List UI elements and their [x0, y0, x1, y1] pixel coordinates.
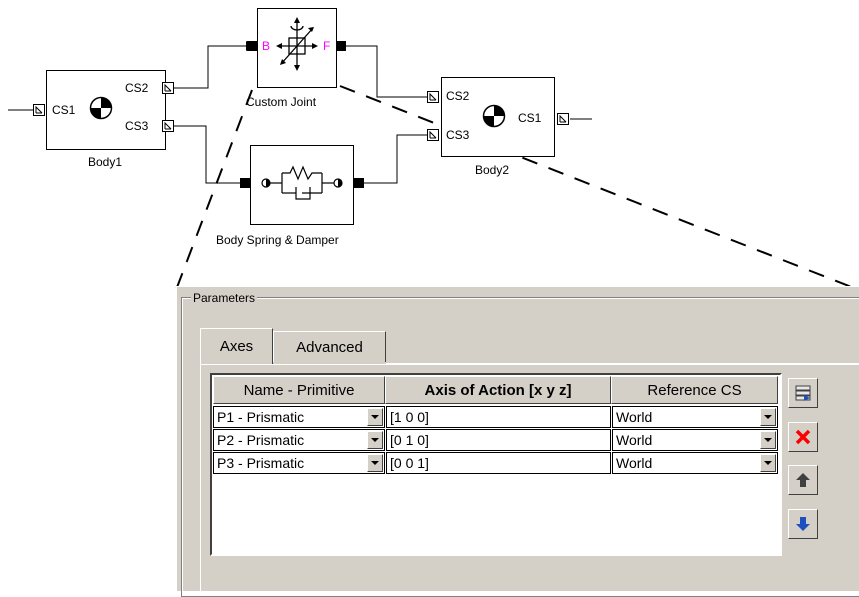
delete-row-button[interactable] [788, 422, 818, 452]
column-header-primitive-label: Name - Primitive [243, 381, 355, 399]
tab-advanced[interactable]: Advanced [273, 331, 386, 362]
axis-value: [0 1 0] [390, 432, 429, 448]
spring-damper-icon [261, 165, 343, 200]
tab-page-top-border [386, 363, 859, 364]
parameters-group-title: Parameters [191, 291, 258, 305]
chevron-down-icon[interactable] [367, 454, 383, 472]
port-connector-icon [162, 82, 174, 94]
body1-port-cs2: CS2 [125, 81, 149, 95]
primitive-value: P3 - Prismatic [217, 455, 305, 471]
axes-tab-page [200, 364, 859, 591]
body2-port-cs3: CS3 [446, 128, 470, 142]
move-down-button[interactable] [788, 509, 818, 539]
custom-joint-axes-icon [276, 17, 318, 71]
center-of-gravity-icon [89, 96, 113, 120]
axis-input-row-3[interactable]: [0 0 1] [386, 452, 611, 474]
axis-value: [1 0 0] [390, 409, 429, 425]
axis-value: [0 0 1] [390, 455, 429, 471]
port-connector-icon [33, 104, 45, 116]
center-of-gravity-icon [482, 104, 506, 128]
axis-input-row-2[interactable]: [0 1 0] [386, 429, 611, 451]
primitive-select-row-1[interactable]: P1 - Prismatic [213, 406, 385, 428]
body1-port-cs1: CS1 [52, 103, 76, 117]
body1-block[interactable] [46, 70, 166, 150]
primitive-value: P2 - Prismatic [217, 432, 305, 448]
move-up-button[interactable] [788, 465, 818, 495]
port-connector-icon [557, 113, 569, 125]
delete-icon [795, 429, 811, 445]
body1-port-cs3: CS3 [125, 119, 149, 133]
axis-input-row-1[interactable]: [1 0 0] [386, 406, 611, 428]
tab-axes[interactable]: Axes [200, 328, 273, 364]
move-up-icon [796, 473, 810, 487]
chevron-down-icon[interactable] [760, 454, 776, 472]
chevron-down-icon[interactable] [760, 431, 776, 449]
column-header-axis[interactable]: Axis of Action [x y z] [385, 376, 611, 404]
reference-value: World [616, 409, 653, 425]
chevron-down-icon[interactable] [367, 408, 383, 426]
reference-value: World [616, 455, 653, 471]
port-connector-icon [162, 120, 174, 132]
reference-select-row-2[interactable]: World [612, 429, 778, 451]
port-connector-icon [247, 41, 257, 51]
body2-label: Body2 [475, 163, 510, 177]
port-connector-icon [354, 178, 364, 188]
move-down-icon [796, 517, 810, 531]
custom-joint-label: Custom Joint [246, 95, 317, 109]
add-row-icon [795, 385, 811, 401]
custom-joint-port-f: F [323, 39, 331, 53]
primitive-value: P1 - Prismatic [217, 409, 305, 425]
spring-damper-label: Body Spring & Damper [216, 233, 339, 247]
custom-joint-port-b: B [262, 39, 271, 53]
reference-select-row-1[interactable]: World [612, 406, 778, 428]
column-header-axis-label: Axis of Action [x y z] [424, 381, 572, 399]
column-header-reference-cs-label: Reference CS [647, 381, 742, 399]
chevron-down-icon[interactable] [760, 408, 776, 426]
port-connector-icon [427, 129, 439, 141]
reference-select-row-3[interactable]: World [612, 452, 778, 474]
tab-advanced-label: Advanced [296, 338, 363, 356]
add-row-button[interactable] [788, 378, 818, 408]
port-connector-icon [240, 178, 250, 188]
body2-port-cs1: CS1 [518, 111, 542, 125]
port-connector-icon [336, 41, 346, 51]
primitive-select-row-3[interactable]: P3 - Prismatic [213, 452, 385, 474]
chevron-down-icon[interactable] [367, 431, 383, 449]
column-header-primitive[interactable]: Name - Primitive [213, 376, 385, 404]
column-header-reference-cs[interactable]: Reference CS [611, 376, 778, 404]
reference-value: World [616, 432, 653, 448]
body2-port-cs2: CS2 [446, 89, 470, 103]
body1-label: Body1 [88, 155, 123, 169]
primitive-select-row-2[interactable]: P2 - Prismatic [213, 429, 385, 451]
tab-axes-label: Axes [219, 338, 254, 355]
port-connector-icon [427, 91, 439, 103]
